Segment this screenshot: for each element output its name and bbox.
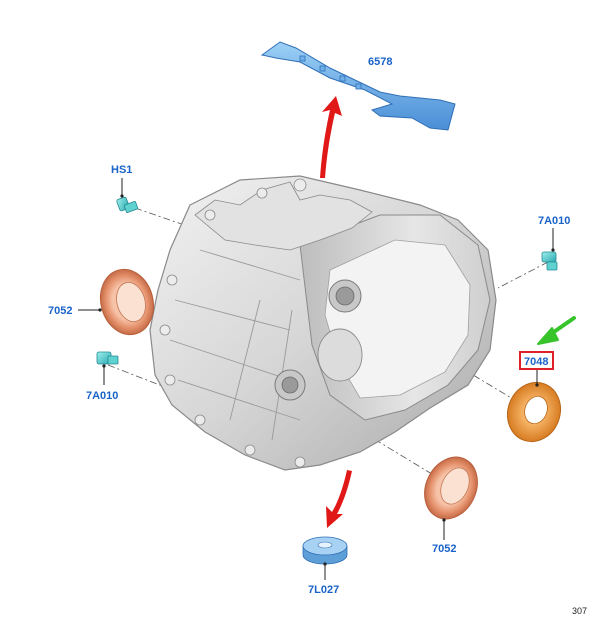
callout-7048: 7048 [524,356,548,368]
callout-7a010-left: 7A010 [86,390,118,402]
callout-7052-bottom: 7052 [432,543,456,555]
seal-7052-left [99,268,155,336]
washer-7l027 [302,536,348,565]
seal-7052-bottom [424,456,478,520]
transmission-housing [149,175,497,471]
callout-7a010-right: 7A010 [538,215,570,227]
shaft-bore-upper-inner [335,286,355,306]
shaft-bore-lower-inner [281,376,299,394]
callout-hs1: HS1 [111,164,132,176]
arrow-down-left-icon [537,316,576,345]
callout-7052-left: 7052 [48,305,72,317]
arrow-down-icon [326,470,352,528]
page-number: 307 [572,606,587,616]
differential-boss [317,328,363,382]
plug-hs1 [116,196,139,213]
plug-7a010-left [96,351,119,365]
housing-ribs [169,249,301,441]
housing-top-ribs [194,181,373,251]
callout-7l027: 7L027 [308,584,339,596]
bracket-part [260,41,456,131]
arrow-up-icon [320,96,342,178]
housing-bolt-bosses [159,178,307,468]
plug-7a010-right [541,251,558,271]
ring-7048 [507,381,561,443]
highlight-box [519,351,554,370]
callout-6578: 6578 [368,56,392,68]
